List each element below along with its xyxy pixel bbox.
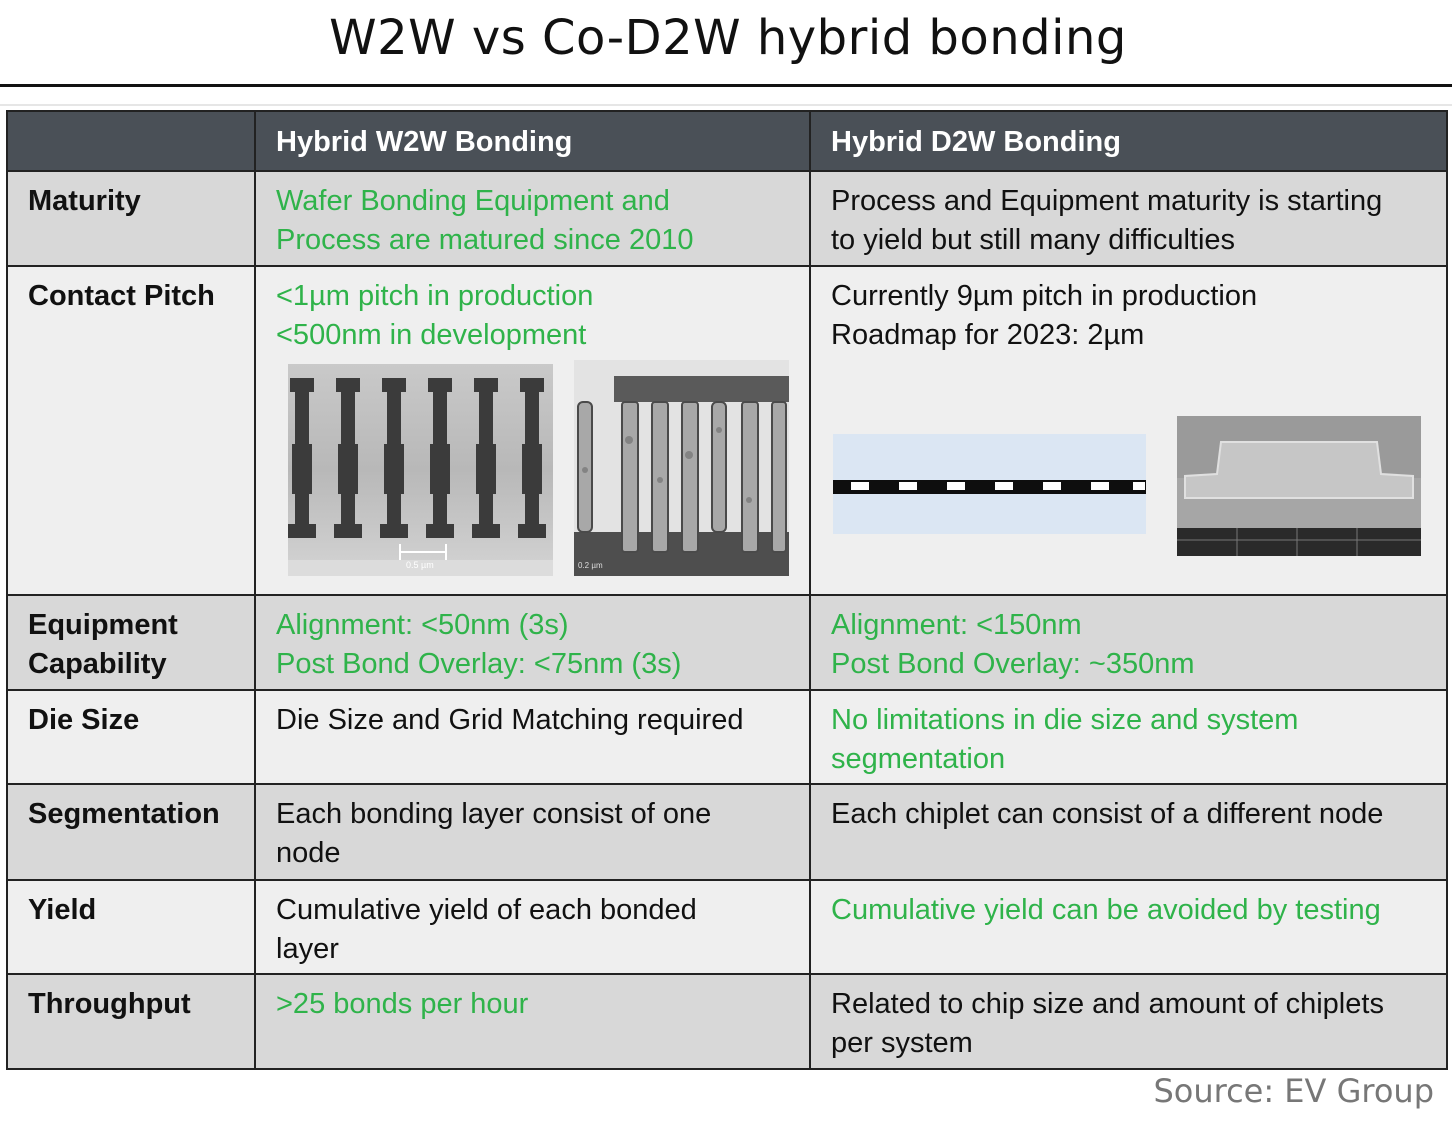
w2w-tem-micrograph-2: 0.2 µm — [574, 360, 789, 576]
cell-line: node — [276, 836, 341, 869]
cell-die-size-d2w: No limitations in die size and system se… — [809, 689, 1448, 785]
cell-line: Process and Equipment maturity is starti… — [831, 185, 1383, 217]
row-label-throughput: Throughput — [6, 973, 256, 1070]
cell-line: Alignment: <150nm — [831, 609, 1082, 641]
cell-line: layer — [276, 932, 339, 965]
cell-line: segmentation — [831, 742, 1006, 775]
table-row-maturity: Maturity Wafer Bonding Equipment and Pro… — [6, 170, 1448, 267]
cell-segmentation-d2w: Each chiplet can consist of a different … — [809, 783, 1448, 881]
cell-line: Alignment: <50nm (3s) — [276, 609, 569, 641]
row-label-segmentation: Segmentation — [6, 783, 256, 881]
cell-line: Process are matured since 2010 — [276, 223, 694, 256]
header-d2w: Hybrid D2W Bonding — [809, 110, 1448, 172]
cell-maturity-d2w: Process and Equipment maturity is starti… — [809, 170, 1448, 267]
cell-line: Die Size and Grid Matching required — [276, 704, 744, 736]
cell-throughput-w2w: >25 bonds per hour — [254, 973, 811, 1070]
cell-equipment-d2w: Alignment: <150nm Post Bond Overlay: ~35… — [809, 594, 1448, 691]
row-label-equipment-capability: Equipment Capability — [6, 594, 256, 691]
cell-segmentation-w2w: Each bonding layer consist of one node — [254, 783, 811, 881]
row-label-line: Equipment — [28, 609, 178, 641]
title-divider-shadow — [0, 104, 1452, 106]
cell-die-size-w2w: Die Size and Grid Matching required — [254, 689, 811, 785]
cell-line: Each chiplet can consist of a different … — [831, 798, 1384, 830]
row-label-die-size: Die Size — [6, 689, 256, 785]
cell-line: Each bonding layer consist of one — [276, 798, 712, 830]
cell-line: Related to chip size and amount of chipl… — [831, 988, 1384, 1020]
w2w-micrograph-group: 0.5 µm — [276, 354, 789, 594]
scale-label-1: 0.5 µm — [406, 560, 434, 570]
cell-line: Cumulative yield can be avoided by testi… — [831, 894, 1381, 926]
cell-line: No limitations in die size and system — [831, 704, 1299, 736]
cell-line: Wafer Bonding Equipment and — [276, 185, 670, 217]
cell-line: Post Bond Overlay: <75nm (3s) — [276, 647, 682, 680]
source-credit: Source: EV Group — [1153, 1072, 1434, 1110]
cell-line: per system — [831, 1026, 973, 1059]
cell-line: <1µm pitch in production — [276, 280, 594, 312]
d2w-optical-cross-section — [833, 434, 1146, 534]
w2w-tem-micrograph-1: 0.5 µm — [288, 364, 553, 576]
cell-line: <500nm in development — [276, 318, 587, 351]
cell-throughput-d2w: Related to chip size and amount of chipl… — [809, 973, 1448, 1070]
table-row-equipment-capability: Equipment Capability Alignment: <50nm (3… — [6, 594, 1448, 691]
header-corner — [6, 110, 256, 172]
table-row-yield: Yield Cumulative yield of each bonded la… — [6, 879, 1448, 975]
cell-line: Cumulative yield of each bonded — [276, 894, 697, 926]
table-row-throughput: Throughput >25 bonds per hour Related to… — [6, 973, 1448, 1070]
row-label-line: Capability — [28, 647, 167, 680]
table-row-die-size: Die Size Die Size and Grid Matching requ… — [6, 689, 1448, 785]
page-title: W2W vs Co-D2W hybrid bonding — [329, 10, 1127, 66]
cell-line: Post Bond Overlay: ~350nm — [831, 647, 1195, 680]
cell-line: Roadmap for 2023: 2µm — [831, 318, 1145, 351]
scale-label-2: 0.2 µm — [578, 561, 603, 570]
cell-equipment-w2w: Alignment: <50nm (3s) Post Bond Overlay:… — [254, 594, 811, 691]
table-header-row: Hybrid W2W Bonding Hybrid D2W Bonding — [6, 110, 1448, 172]
title-divider — [0, 84, 1452, 87]
cell-yield-w2w: Cumulative yield of each bonded layer — [254, 879, 811, 975]
cell-maturity-w2w: Wafer Bonding Equipment and Process are … — [254, 170, 811, 267]
cell-line: >25 bonds per hour — [276, 988, 529, 1020]
table-row-contact-pitch: Contact Pitch <1µm pitch in production <… — [6, 265, 1448, 596]
comparison-table: Hybrid W2W Bonding Hybrid D2W Bonding Ma… — [6, 110, 1448, 1070]
cell-contact-pitch-d2w: Currently 9µm pitch in production Roadma… — [809, 265, 1448, 596]
d2w-micrograph-group — [831, 354, 1426, 594]
row-label-contact-pitch: Contact Pitch — [6, 265, 256, 596]
cell-line: Currently 9µm pitch in production — [831, 280, 1258, 312]
row-label-maturity: Maturity — [6, 170, 256, 267]
row-label-yield: Yield — [6, 879, 256, 975]
cell-yield-d2w: Cumulative yield can be avoided by testi… — [809, 879, 1448, 975]
table-row-segmentation: Segmentation Each bonding layer consist … — [6, 783, 1448, 881]
header-w2w: Hybrid W2W Bonding — [254, 110, 811, 172]
d2w-sem-image — [1177, 416, 1421, 556]
cell-line: to yield but still many difficulties — [831, 223, 1236, 256]
cell-contact-pitch-w2w: <1µm pitch in production <500nm in devel… — [254, 265, 811, 596]
